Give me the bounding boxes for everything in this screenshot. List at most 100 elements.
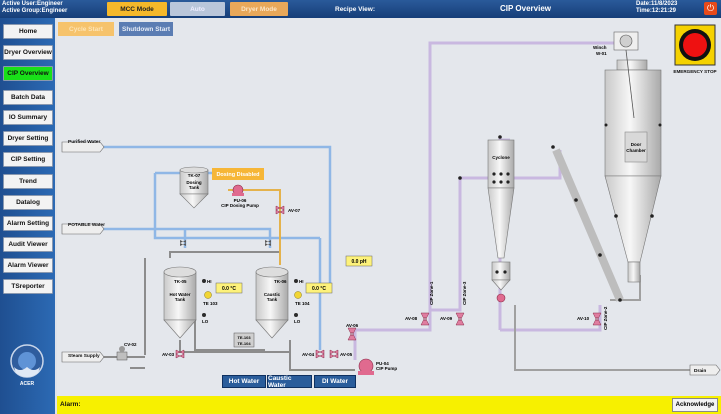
te104-label: TE 104 — [295, 301, 310, 306]
cip-pump-id: PU-04 — [376, 361, 389, 366]
level-switch-lo-icon — [202, 313, 206, 317]
caustic-tank-name2: Tank — [267, 297, 278, 302]
hot-tank-name: Hot Water — [169, 292, 190, 297]
sidebar-item-dryer-setting[interactable]: Dryer Setting — [3, 131, 53, 146]
dosing-status: Dosing Disabled — [216, 172, 259, 178]
valve-av07-icon[interactable] — [275, 205, 285, 215]
sidebar-item-batch-data[interactable]: Batch Data — [3, 90, 53, 105]
level-switch-hi-icon — [294, 279, 298, 283]
hot-water-tank[interactable] — [163, 266, 197, 339]
shutdown-start-button[interactable]: Shutdown Start — [119, 22, 173, 36]
dosing-pump-icon[interactable] — [232, 184, 244, 196]
sidebar-item-tsreporter[interactable]: TSreporter — [3, 279, 53, 294]
sidebar-item-dryer-overview[interactable]: Dryer Overview — [3, 45, 53, 60]
sidebar-item-datalog[interactable]: Datalog — [3, 195, 53, 210]
cip-pump-icon[interactable] — [358, 358, 374, 375]
caustic-tank[interactable] — [255, 266, 289, 339]
ph-value: 0.0 pH — [351, 259, 366, 265]
logo-hands — [14, 367, 40, 377]
logo-text: ACER — [20, 381, 35, 387]
hot-tank-name2: Tank — [175, 297, 186, 302]
drain-outlet — [689, 364, 721, 376]
cycle-start-button[interactable]: Cycle Start — [58, 22, 114, 36]
caustic-temp-value: 0.0 °C — [312, 286, 326, 292]
av06-label: AV-06 — [346, 323, 359, 328]
valve-av04-icon[interactable] — [315, 349, 325, 359]
hot-temp-display — [215, 282, 243, 294]
active-user: Active User:Engineer — [2, 1, 63, 7]
dosing-tank-id: TK-07 — [188, 173, 201, 178]
top-bar: Active User:Engineer Active Group:Engine… — [0, 0, 721, 18]
caustic-lo-label: LO — [294, 319, 301, 324]
cip-zone2-label: CIP Zone-2 — [603, 306, 608, 330]
dosing-pump-id: PU-06 — [234, 198, 247, 203]
control-valve-cv02-icon[interactable] — [116, 346, 128, 361]
temp-sensor-icon — [204, 291, 212, 299]
cip-zone3-label: CIP Zone-3 — [462, 281, 467, 305]
sidebar-item-audit-viewer[interactable]: Audit Viewer — [3, 237, 53, 252]
hot-lo-label: LO — [202, 319, 209, 324]
sidebar-item-alarm-setting[interactable]: Alarm Setting — [3, 216, 53, 231]
active-group: Active Group:Engineer — [2, 8, 68, 14]
ph-display — [345, 255, 373, 267]
alarm-label: Alarm: — [60, 401, 81, 408]
cip-zone1-label: CIP Zone-1 — [429, 281, 434, 305]
dosing-tank-name2: Tank — [189, 185, 200, 190]
sidebar-item-trend[interactable]: Trend — [3, 174, 53, 189]
emergency-stop-label: EMERGENCY STOP — [673, 69, 716, 74]
hot-water-button[interactable]: Hot Water — [222, 375, 266, 388]
user-info: Active User:Engineer Active Group:Engine… — [2, 1, 67, 15]
winch-id: W-01 — [596, 51, 607, 56]
dryer-chamber[interactable] — [604, 59, 662, 283]
level-switch-lo-icon — [294, 313, 298, 317]
dosing-tank[interactable] — [179, 166, 209, 209]
av04-label: AV-04 — [302, 352, 315, 357]
manual-valve-icon[interactable] — [180, 240, 186, 246]
page-title: CIP Overview — [500, 4, 551, 13]
emergency-stop-button[interactable]: EMERGENCY STOP — [673, 23, 717, 75]
winch-icon[interactable] — [613, 31, 639, 119]
sidebar-item-cip-overview[interactable]: CIP Overview — [3, 66, 53, 81]
purified-water-inlet — [61, 141, 105, 153]
dryer-mode-button[interactable]: Dryer Mode — [230, 2, 288, 16]
acknowledge-button[interactable]: Acknowledge — [672, 398, 718, 412]
power-icon[interactable]: ⏻ — [704, 2, 717, 15]
sidebar-item-cip-setting[interactable]: CIP Setting — [3, 152, 53, 167]
dosing-tank-name: Dosing — [186, 180, 202, 185]
cyclone[interactable] — [487, 139, 515, 291]
valve-av05-icon[interactable] — [329, 349, 339, 359]
door-chamber-label2: Chamber — [626, 148, 646, 153]
caustic-temp-display — [305, 282, 333, 294]
caustic-hi-label: HI — [299, 279, 304, 284]
av07-label: AV-07 — [288, 208, 301, 213]
sidebar-item-home[interactable]: Home — [3, 24, 53, 39]
caustic-tank-id: TK-06 — [274, 279, 287, 284]
valve-av08-icon[interactable] — [420, 312, 430, 326]
dosing-status-badge — [212, 168, 264, 180]
rotary-valve-icon[interactable] — [496, 293, 506, 303]
sidebar-item-io-summary[interactable]: IO Summary — [3, 110, 53, 125]
dosing-line — [228, 189, 281, 265]
av08-label: AV-08 — [405, 316, 418, 321]
potable-water-inlet — [61, 223, 105, 235]
valve-av03-icon[interactable] — [175, 349, 185, 359]
valve-av09-icon[interactable] — [455, 312, 465, 326]
cip-pump-name: CIP Pump — [376, 366, 397, 371]
steam-supply-inlet — [61, 351, 105, 363]
di-water-button[interactable]: DI Water — [314, 375, 356, 388]
caustic-water-button[interactable]: Caustic Water — [267, 375, 312, 389]
caustic-tank-name: Caustic — [264, 292, 281, 297]
auto-mode-button[interactable]: Auto — [170, 2, 225, 16]
time-label: Time:12:21:29 — [636, 8, 676, 14]
purified-water-label: Purified Water — [68, 139, 100, 145]
valve-av10-icon[interactable] — [592, 312, 602, 326]
datetime: Date:11/8/2023 Time:12:21:29 — [636, 1, 677, 15]
hot-hi-label: HI — [207, 279, 212, 284]
valve-av06-icon[interactable] — [347, 327, 357, 341]
date-label: Date:11/8/2023 — [636, 1, 678, 7]
mcc-mode-button[interactable]: MCC Mode — [107, 2, 167, 16]
manual-valve-icon[interactable] — [265, 240, 271, 246]
recipe-view-label: Recipe View: — [335, 5, 375, 13]
sidebar-item-alarm-viewer[interactable]: Alarm Viewer — [3, 258, 53, 273]
